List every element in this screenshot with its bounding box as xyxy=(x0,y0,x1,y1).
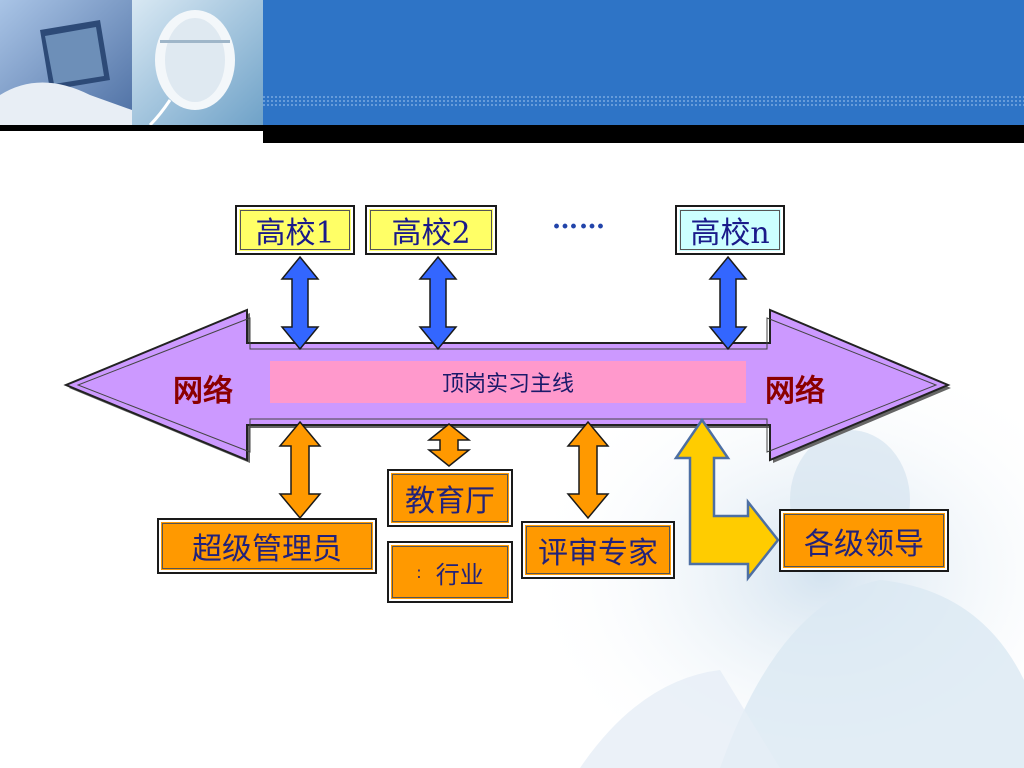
header-rule xyxy=(263,125,1024,143)
education-dept-link-arrow xyxy=(426,423,472,467)
leaders-box: 各级领导 xyxy=(779,509,949,572)
review-experts-box: 评审专家 xyxy=(521,521,675,579)
education-dept-box: 教育厅 xyxy=(387,469,513,527)
leaders-link-arrow xyxy=(673,417,780,582)
school-link-arrow xyxy=(418,255,458,351)
header-photo-image xyxy=(0,0,263,127)
more-schools-ellipsis: …… xyxy=(552,205,606,235)
super-admin-label: 超级管理员 xyxy=(192,532,342,567)
school-2-label: 高校2 xyxy=(391,216,471,251)
header-dotted-lines xyxy=(263,96,1024,106)
network-left-label: 网络 xyxy=(173,374,233,409)
network-right-label: 网络 xyxy=(765,374,825,409)
admin-link-arrow xyxy=(278,420,322,520)
school-2-box: 高校2 xyxy=(365,205,497,255)
main-line-label: 顶岗实习主线 xyxy=(441,372,574,397)
header-banner xyxy=(263,0,1024,125)
leaders-label: 各级领导 xyxy=(804,526,924,562)
industry-prefix: : xyxy=(416,562,422,582)
school-1-box: 高校1 xyxy=(235,205,355,255)
education-dept-label: 教育厅 xyxy=(405,484,495,519)
school-link-arrow xyxy=(280,255,320,351)
header-rule-left xyxy=(0,125,263,131)
school-n-box: 高校n xyxy=(675,205,785,255)
main-line-bar: 顶岗实习主线 xyxy=(270,361,746,403)
school-n-label: 高校n xyxy=(690,216,770,251)
industry-box: : 行业 xyxy=(387,541,513,603)
expert-link-arrow xyxy=(566,420,610,520)
super-admin-box: 超级管理员 xyxy=(157,518,377,574)
school-link-arrow xyxy=(708,255,748,351)
industry-label: 行业 xyxy=(435,560,484,589)
header-photo-strip xyxy=(0,0,263,127)
school-1-label: 高校1 xyxy=(255,216,335,251)
review-experts-label: 评审专家 xyxy=(538,536,658,571)
